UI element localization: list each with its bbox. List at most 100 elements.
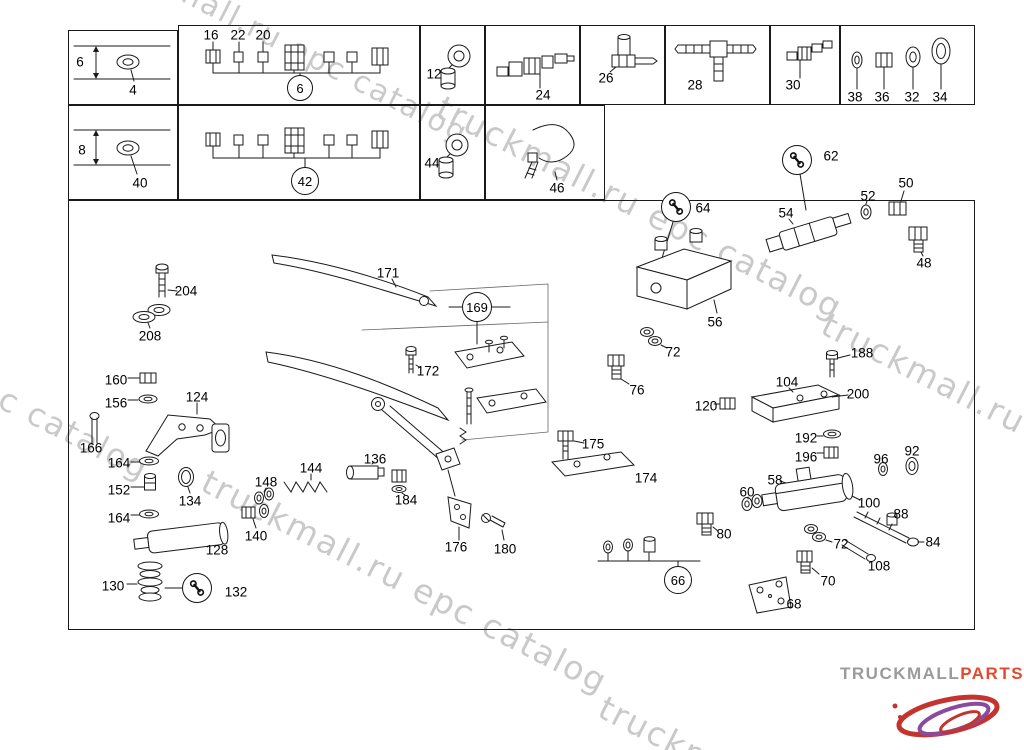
part-label-32: 32 — [904, 89, 920, 105]
panel-item-28 — [665, 25, 770, 105]
part-drawing-washer-4 — [73, 45, 171, 82]
part-drawing-eyelet-12 — [440, 44, 471, 90]
part-label-156: 156 — [104, 395, 128, 411]
part-label-152: 152 — [107, 482, 131, 498]
part-label-171: 171 — [376, 265, 400, 281]
part-label-92: 92 — [904, 443, 920, 459]
part-label-24: 24 — [535, 87, 551, 103]
part-label-160: 160 — [104, 372, 128, 388]
part-label-46: 46 — [549, 180, 565, 196]
part-label-104: 104 — [775, 374, 799, 390]
part-label-34: 34 — [932, 89, 948, 105]
part-label-134: 134 — [178, 493, 202, 509]
part-label-54: 54 — [778, 205, 794, 221]
panel-item-30 — [770, 25, 840, 105]
part-label-108: 108 — [867, 558, 891, 574]
part-drawing-lever-171 — [271, 254, 438, 307]
part-label-58: 58 — [767, 472, 783, 488]
wrench-glyph — [189, 580, 205, 596]
site-logo: TRUCKMALLPARTS — [840, 664, 1023, 750]
group-callout-169: 169 — [462, 292, 492, 322]
part-label-192: 192 — [794, 430, 818, 446]
panel-group-6 — [178, 25, 420, 105]
part-label-64: 64 — [695, 200, 711, 216]
part-drawing-lever-pedal — [265, 351, 461, 497]
panel-items-38-34 — [840, 25, 975, 105]
group-callout-6: 6 — [287, 75, 313, 101]
part-label-196: 196 — [794, 449, 818, 465]
part-label-164: 164 — [107, 510, 131, 526]
part-label-72: 72 — [665, 344, 681, 360]
panel-item-12 — [420, 25, 485, 105]
logo-suffix: PARTS — [960, 664, 1024, 683]
part-label-88: 88 — [893, 506, 909, 522]
part-label-188: 188 — [850, 345, 874, 361]
part-label-52: 52 — [860, 188, 876, 204]
part-label-48: 48 — [916, 255, 932, 271]
main-diagram-frame — [68, 200, 975, 630]
part-label-172: 172 — [416, 363, 440, 379]
part-drawing-washers-38-34 — [851, 37, 951, 90]
panel-item-4 — [68, 30, 178, 105]
part-drawing-link-hardware — [254, 461, 506, 541]
part-label-12: 12 — [426, 66, 442, 82]
group-callout-42: 42 — [291, 167, 319, 195]
part-label-128: 128 — [205, 542, 229, 558]
part-label-148: 148 — [254, 474, 278, 490]
part-label-44: 44 — [424, 155, 440, 171]
panel-item-24 — [485, 25, 580, 105]
part-label-120: 120 — [694, 398, 718, 414]
part-label-184: 184 — [394, 492, 418, 508]
wrench-icon — [182, 573, 212, 603]
part-label-144: 144 — [299, 460, 323, 476]
part-label-180: 180 — [493, 541, 517, 557]
part-label-30: 30 — [785, 77, 801, 93]
part-label-84: 84 — [925, 534, 941, 550]
part-label-56: 56 — [707, 314, 723, 330]
part-drawing-valve-56 — [607, 221, 733, 385]
part-drawing-valve-54 — [765, 173, 928, 257]
part-label-96: 96 — [873, 451, 889, 467]
part-label-200: 200 — [846, 386, 870, 402]
part-drawing-fitting-set-42 — [205, 127, 389, 168]
panel-item-40 — [68, 105, 178, 200]
part-drawing-cable-tie-46 — [524, 124, 575, 181]
logo-text: TRUCKMALLPARTS — [840, 664, 1023, 684]
panel-item-44 — [420, 105, 485, 200]
part-drawing-elbow-26 — [609, 34, 658, 73]
part-label-130: 130 — [101, 578, 125, 594]
part-label-100: 100 — [857, 495, 881, 511]
part-label-164: 164 — [107, 455, 131, 471]
wrench-glyph — [668, 199, 684, 215]
part-drawing-fitting-30 — [786, 40, 833, 79]
panel-item-26 — [580, 25, 665, 105]
part-label-6: 6 — [76, 54, 84, 70]
part-label-132: 132 — [224, 584, 248, 600]
part-label-80: 80 — [716, 526, 732, 542]
part-label-50: 50 — [898, 175, 914, 191]
part-label-208: 208 — [138, 328, 162, 344]
part-drawing-bolt-175-plate-174 — [550, 430, 636, 477]
wrench-icon — [782, 145, 812, 175]
part-drawing-valve-stack-left — [89, 372, 269, 602]
part-label-76: 76 — [629, 382, 645, 398]
part-label-22: 22 — [230, 27, 246, 43]
wrench-glyph — [789, 152, 805, 168]
part-label-140: 140 — [244, 528, 268, 544]
panel-item-46 — [485, 105, 605, 200]
part-drawing-bolt-204 — [132, 263, 178, 329]
part-drawing-fitting-24 — [496, 53, 575, 89]
panel-group-42 — [178, 105, 420, 200]
part-label-8: 8 — [78, 142, 86, 158]
part-drawing-fitting-set-6 — [205, 41, 389, 76]
logo-brand: TRUCKMALL — [840, 664, 961, 683]
part-label-28: 28 — [687, 77, 703, 93]
part-label-175: 175 — [581, 436, 605, 452]
part-label-72: 72 — [833, 536, 849, 552]
part-label-176: 176 — [444, 539, 468, 555]
part-label-70: 70 — [820, 573, 836, 589]
part-label-40: 40 — [132, 175, 148, 191]
part-label-68: 68 — [786, 596, 802, 612]
